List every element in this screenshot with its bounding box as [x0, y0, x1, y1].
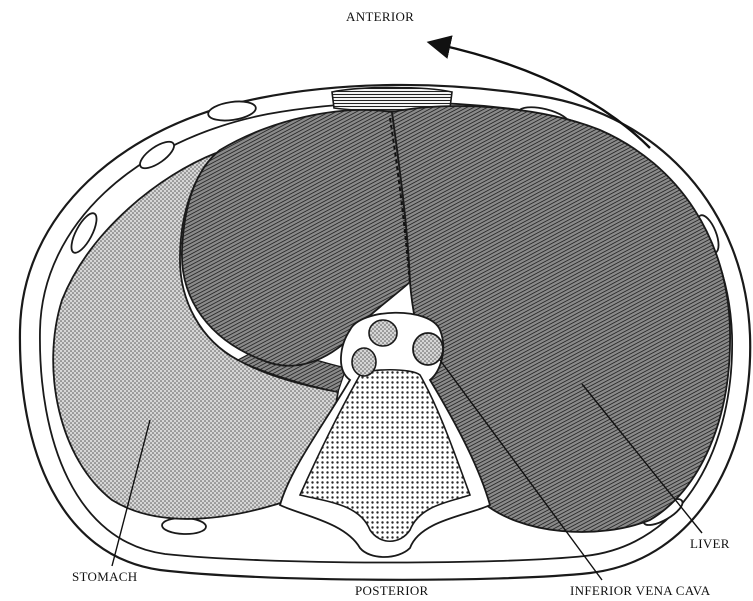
- rib: [207, 99, 257, 124]
- label-liver: LIVER: [690, 537, 730, 550]
- label-inferior-vena-cava: INFERIOR VENA CAVA: [570, 584, 710, 597]
- label-stomach: STOMACH: [72, 570, 137, 583]
- aorta: [369, 320, 397, 346]
- rib: [162, 517, 207, 535]
- rib: [136, 137, 178, 173]
- label-posterior: POSTERIOR: [355, 584, 429, 597]
- label-anterior: ANTERIOR: [346, 10, 414, 23]
- azygos-vessel: [352, 348, 376, 376]
- inferior-vena-cava: [413, 333, 443, 365]
